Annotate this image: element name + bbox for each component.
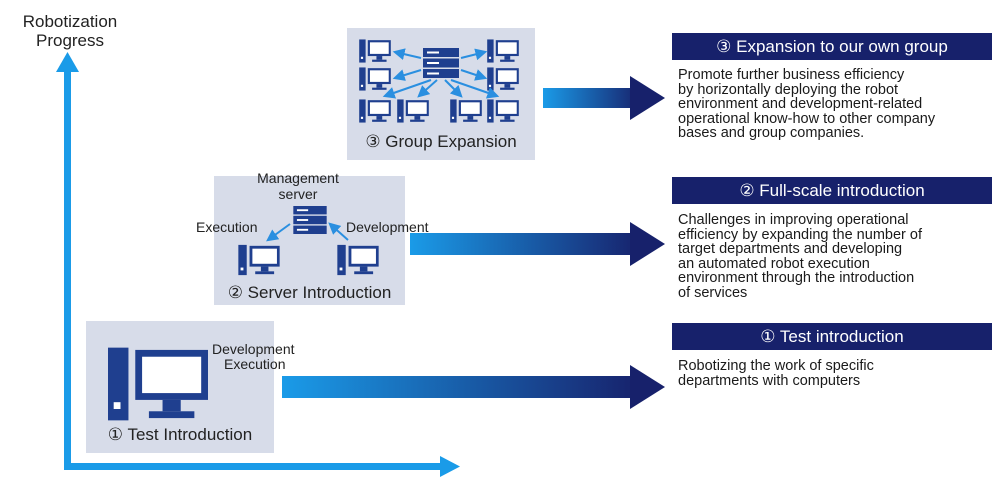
- stage-3-connectors: [382, 48, 500, 99]
- y-axis-line: [64, 70, 71, 470]
- execution-label: Execution: [196, 219, 258, 235]
- execution-connector: [266, 223, 291, 242]
- management-server-label: Management server: [257, 170, 339, 202]
- stage-2-box: ② Server Introduction: [214, 176, 405, 305]
- stage-1-annotation-execution: Execution: [224, 356, 286, 372]
- arrow-icon: [543, 76, 665, 120]
- arrow-icon: [282, 365, 665, 409]
- stage-3-box: ③ Group Expansion: [347, 28, 535, 160]
- axis-title: Robotization Progress: [22, 12, 118, 50]
- stage-3-heading: ③ Expansion to our own group: [672, 33, 992, 60]
- y-axis-arrow-icon: [56, 52, 79, 72]
- stage-1-description: Robotizing the work of specific departme…: [678, 358, 874, 389]
- development-label: Development: [346, 219, 429, 235]
- arrow-icon: [410, 222, 665, 266]
- stage-1-annotation-development: Development: [212, 341, 295, 357]
- stage-1-heading: ① Test introduction: [672, 323, 992, 350]
- stage-2-description: Challenges in improving operational effi…: [678, 212, 922, 301]
- stage-1-label: ① Test Introduction: [107, 425, 253, 444]
- stage-3-label: ③ Group Expansion: [365, 132, 517, 151]
- x-axis-arrow-icon: [440, 456, 460, 477]
- development-connector: [328, 222, 349, 241]
- stage-2-heading: ② Full-scale introduction: [672, 177, 992, 204]
- x-axis-line: [64, 463, 442, 470]
- stage-2-label: ② Server Introduction: [227, 283, 392, 302]
- stage-3-description: Promote further business efficiency by h…: [678, 67, 936, 141]
- stage-1-box: ① Test Introduction: [86, 321, 274, 453]
